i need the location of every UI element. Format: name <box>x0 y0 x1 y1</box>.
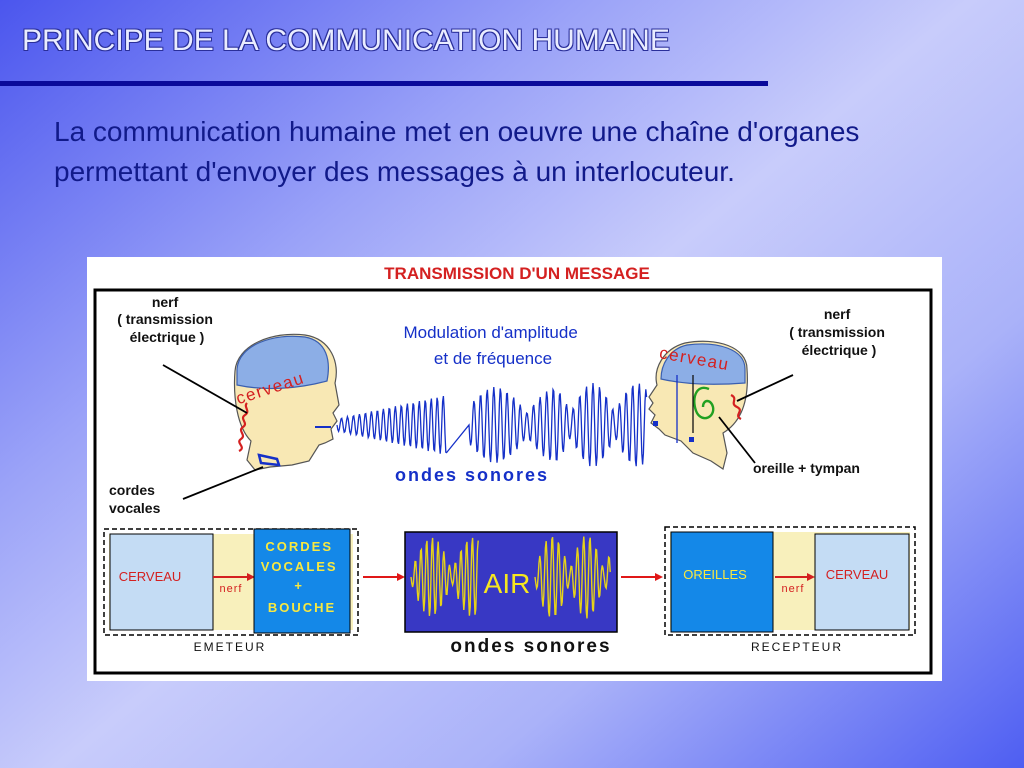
right-nerf-label: nerf ( transmission électrique ) <box>789 306 889 358</box>
air-wave-right <box>534 536 611 619</box>
listener-nerve <box>730 394 742 420</box>
ear-label: oreille + tympan <box>753 460 860 476</box>
vocal-cords-label: cordes vocales <box>109 482 161 516</box>
waves-label-bottom: ondes sonores <box>450 636 611 657</box>
listener-ear <box>693 386 715 420</box>
slide-title: PRINCIPE DE LA COMMUNICATION HUMAINE <box>22 24 670 57</box>
receiver-nerf-label: nerf <box>782 583 805 595</box>
title-divider <box>0 81 768 86</box>
left-nerf-label: nerf ( transmission électrique ) <box>117 294 217 345</box>
emitter-brain-block <box>109 533 214 631</box>
ear-pointer <box>718 416 756 464</box>
right-nerf-pointer <box>736 374 794 402</box>
intro-paragraph: La communication humaine met en oeuvre u… <box>54 116 860 187</box>
receiver-caption: RECEPTEUR <box>751 640 843 654</box>
ears-block <box>670 531 774 633</box>
speaker-brain <box>236 335 329 390</box>
transmission-diagram: TRANSMISSION D'UN MESSAGE cerveau nerf (… <box>87 257 942 681</box>
emitter-group <box>103 528 359 636</box>
vocal-cords-pointer <box>182 466 264 500</box>
to-air-arrow <box>397 573 405 581</box>
diagram-frame <box>93 288 933 675</box>
sound-wave-top <box>336 382 648 467</box>
receiver-brain-block <box>814 533 910 631</box>
emitter-brain-label: CERVEAU <box>119 569 182 584</box>
diagram-title: TRANSMISSION D'UN MESSAGE <box>384 264 650 283</box>
speaker-nerve <box>238 402 249 452</box>
ears-label: OREILLES <box>683 567 747 582</box>
speaker-vocal-cords <box>257 453 281 467</box>
emitter-caption: EMETEUR <box>194 640 267 654</box>
speaker-head: cerveau <box>234 333 340 471</box>
modulation-label: Modulation d'amplitude et de fréquence <box>403 323 582 368</box>
listener-head: cerveau <box>648 340 748 470</box>
air-label: AIR <box>484 568 531 599</box>
emitter-arrow <box>247 573 255 581</box>
waves-label-top: ondes sonores <box>395 465 549 485</box>
emitter-nerf-label: nerf <box>220 583 243 595</box>
receiver-brain-label: CERVEAU <box>826 567 889 582</box>
left-nerf-pointer <box>162 364 248 414</box>
listener-brain <box>660 343 746 385</box>
vocal-organs-block <box>253 528 351 634</box>
receiver-arrow <box>807 573 815 581</box>
vocal-organs-label: CORDES VOCALES + BOUCHE <box>261 539 343 615</box>
air-wave-left <box>410 537 479 616</box>
to-receiver-arrow <box>655 573 663 581</box>
receiver-group <box>664 526 916 636</box>
